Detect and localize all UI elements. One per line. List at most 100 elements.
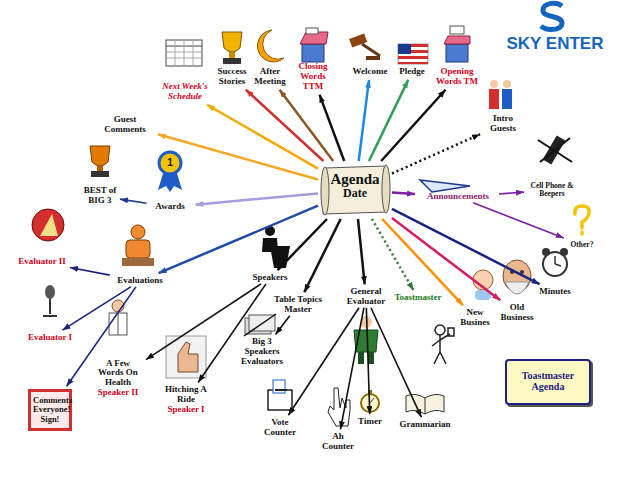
connector-arrow	[198, 284, 266, 383]
topic-node: Hitching A RideSpeaker I	[161, 385, 211, 414]
node-text: Guest Comments	[95, 115, 155, 134]
node-text: Welcome	[345, 67, 395, 77]
node-text: Success Stories	[210, 67, 255, 86]
node-text: Grammarian	[395, 420, 455, 430]
topic-node: A Few Words On HealthSpeaker II	[93, 359, 143, 398]
connector-arrow	[120, 199, 147, 203]
node-text: Minutes	[533, 287, 578, 297]
baby-icon	[473, 270, 493, 300]
topic-node: General Evaluator	[341, 287, 391, 306]
node-text: Big 3 Speakers Evaluators	[240, 337, 285, 366]
logo-symbol	[541, 3, 562, 29]
topic-node: Minutes	[533, 287, 578, 297]
node-text: A Few Words On Health	[93, 359, 143, 388]
topic-node: Closing Words TTM	[291, 62, 336, 91]
agenda-scroll: AgendaDate	[319, 162, 391, 218]
topic-node: Announcements	[418, 192, 498, 202]
box-icon	[444, 26, 470, 62]
topic-node: Other?	[564, 241, 600, 249]
node-text: Announcements	[418, 192, 498, 202]
connector-arrow	[320, 95, 345, 161]
node-text: General Evaluator	[341, 287, 391, 306]
connector-arrow	[369, 80, 408, 161]
topic-node: Evaluator II	[17, 257, 67, 267]
node-text: Timer	[353, 417, 388, 427]
node-text: Ah Counter	[318, 432, 358, 451]
schedule-icon	[166, 40, 202, 66]
connector-arrow	[381, 90, 445, 161]
ballot-box-icon	[268, 380, 292, 410]
plane-icon	[420, 180, 470, 192]
connector-arrow	[473, 203, 564, 238]
node-text: Other?	[564, 241, 600, 249]
guests-icon	[489, 80, 512, 109]
connector-arrow	[392, 193, 415, 195]
toastmaster-figure	[432, 325, 454, 364]
topic-node: Toastmaster	[388, 293, 448, 303]
connector-arrow	[499, 192, 524, 194]
doctor-figure	[109, 300, 127, 335]
microphone-icon	[43, 285, 57, 316]
topic-node: Vote Counter	[258, 418, 303, 437]
connector-arrow	[288, 308, 359, 416]
node-subtext: Speaker I	[161, 405, 211, 415]
topic-node: Opening Words TM	[432, 67, 482, 86]
topic-node: Welcome	[345, 67, 395, 77]
node-text: After Meeting	[248, 67, 293, 86]
topic-node: Pledge	[392, 67, 432, 77]
connector-arrow	[280, 90, 334, 161]
node-subtext: Date	[319, 187, 391, 200]
connector-arrow	[359, 80, 369, 161]
node-text: Evaluator II	[17, 257, 67, 267]
connector-arrow	[366, 308, 369, 414]
topic-node: Intro Guests	[483, 114, 523, 133]
connector-arrow	[392, 134, 480, 173]
note-box: Comments Everyone! Sign!	[28, 389, 72, 431]
note-box: Toastmaster Agenda	[505, 359, 591, 405]
connector-arrow	[146, 284, 261, 360]
node-text: Awards	[148, 202, 193, 212]
topic-node: Ah Counter	[318, 432, 358, 451]
connector-arrow	[392, 218, 500, 300]
node-text: Cell Phone & Beepers	[527, 182, 577, 198]
topic-node: Grammarian	[395, 420, 455, 430]
topic-node: Evaluator I	[25, 333, 75, 343]
node-text: New Busines	[453, 308, 498, 327]
node-text: Evaluations	[110, 276, 170, 286]
topic-node: Guest Comments	[95, 115, 155, 134]
node-text: Evaluator I	[25, 333, 75, 343]
flag-icon	[398, 44, 428, 64]
topic-node: Big 3 Speakers Evaluators	[240, 337, 285, 366]
node-text: Speakers	[245, 273, 295, 283]
trophy-icon	[222, 32, 242, 64]
topic-node: After Meeting	[248, 67, 293, 86]
evaluator-icon	[32, 209, 64, 241]
topic-node: Old Business	[495, 303, 540, 322]
topic-node: Timer	[353, 417, 388, 427]
connector-arrow	[371, 308, 421, 417]
topic-node: New Busines	[453, 308, 498, 327]
phone-icon	[538, 135, 572, 164]
evaluator-figure	[122, 225, 154, 266]
connector-arrow	[159, 206, 318, 273]
node-text: Table Topics Master	[271, 295, 326, 314]
connector-arrow	[207, 105, 318, 169]
node-text: Agenda	[319, 171, 391, 187]
node-text: Next Week's Schedule	[158, 82, 213, 101]
node-text: Intro Guests	[483, 114, 523, 133]
topic-node: Success Stories	[210, 67, 255, 86]
node-text: Comments Everyone! Sign!	[33, 396, 67, 424]
connector-arrow	[196, 193, 319, 204]
papers-icon	[244, 314, 276, 336]
node-text: Old Business	[495, 303, 540, 322]
topic-node: Speakers	[245, 273, 295, 283]
connector-arrow	[275, 316, 289, 335]
topic-node: Next Week's Schedule	[158, 82, 213, 101]
topic-node: Evaluations	[110, 276, 170, 286]
connector-arrow	[70, 267, 110, 275]
node-subtext: Speaker II	[93, 388, 143, 398]
node-text: Toastmaster Agenda	[513, 371, 583, 393]
moon-icon	[257, 30, 284, 62]
node-text: Hitching A Ride	[161, 385, 211, 404]
ribbon-icon	[158, 152, 182, 192]
